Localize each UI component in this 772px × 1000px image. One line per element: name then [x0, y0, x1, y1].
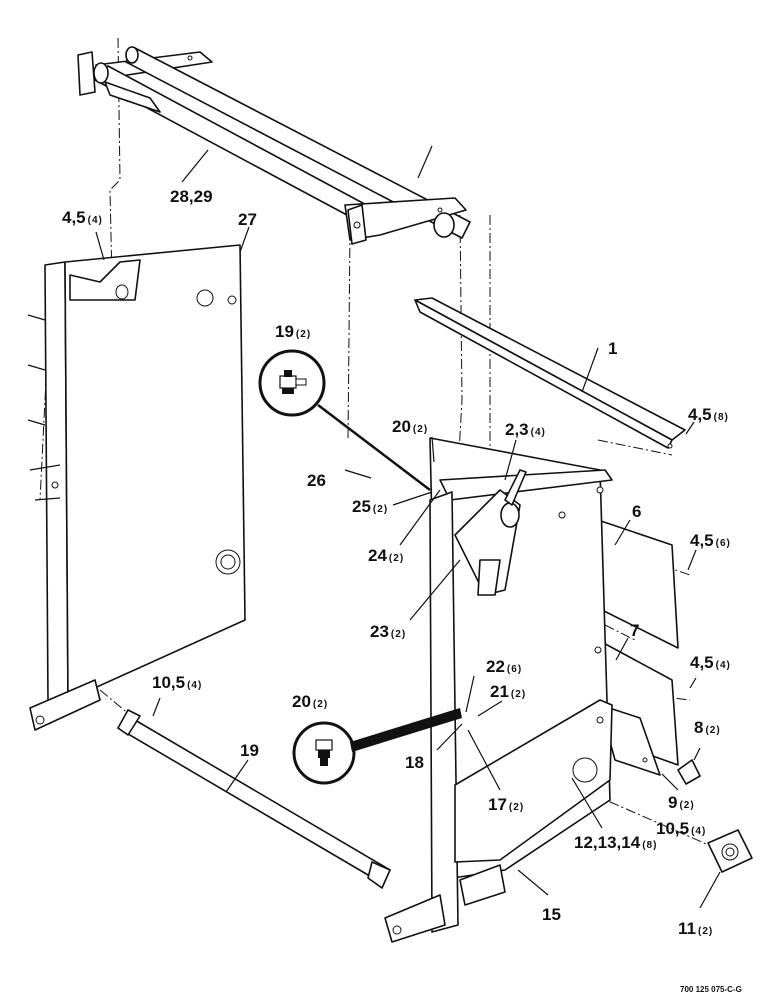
- callout-22: 23(2): [370, 622, 406, 641]
- lower-cross-rod: [117, 709, 391, 889]
- callout-8: 8(2): [694, 718, 721, 737]
- callout-20-b: 21(2): [490, 682, 526, 701]
- callout-15: 15: [542, 905, 561, 924]
- callout-7: 7: [630, 621, 639, 640]
- drawing-reference: 700 125 075-C-G: [680, 985, 742, 994]
- callout-23: 24(2): [368, 546, 404, 565]
- angle-support: [414, 297, 686, 449]
- plate-8: [677, 759, 701, 785]
- callout-4-5-a: 4,5(4): [62, 208, 103, 227]
- cross-tube-assembly: [77, 46, 471, 245]
- callout-17: 18: [405, 753, 424, 772]
- callout-12-13-14: 12,13,14(8): [574, 833, 657, 852]
- callout-1: 1: [608, 339, 617, 358]
- callout-labels: 28,29 4,5(4) 27 1 19(2) 4,5(8) 2,3(4) 20…: [62, 187, 742, 994]
- leader-lines: [95, 145, 721, 909]
- callout-25: 26: [307, 471, 326, 490]
- callout-4-5-c: 4,5(6): [690, 531, 731, 550]
- callout-9: 9(2): [668, 793, 695, 812]
- callout-19-a: 19(2): [275, 322, 311, 341]
- callout-4-5-b: 4,5(8): [688, 405, 729, 424]
- callout-16: 17(2): [488, 795, 524, 814]
- callout-2-3: 2,3(4): [505, 420, 546, 439]
- callout-26: 27: [238, 210, 257, 229]
- callout-18: 19: [240, 741, 259, 760]
- callout-11: 11(2): [678, 919, 713, 938]
- callout-10-5-b: 10,5(4): [656, 819, 706, 838]
- detail-circle-lower: [292, 708, 462, 785]
- flange-11: [707, 829, 753, 873]
- callout-10-5-a: 10,5(4): [152, 673, 202, 692]
- callout-24: 25(2): [352, 497, 388, 516]
- callout-19-b: 20(2): [292, 692, 328, 711]
- callout-4-5-d: 4,5(4): [690, 653, 731, 672]
- callout-21: 22(6): [486, 657, 522, 676]
- callout-6: 6: [632, 502, 641, 521]
- callout-27: 28,29: [170, 187, 213, 206]
- inner-bracket-22: [454, 469, 527, 596]
- callout-20-a: 20(2): [392, 417, 428, 436]
- right-side-panel: [384, 437, 613, 943]
- detail-circle-upper: [258, 349, 431, 491]
- left-side-panel: [27, 244, 246, 731]
